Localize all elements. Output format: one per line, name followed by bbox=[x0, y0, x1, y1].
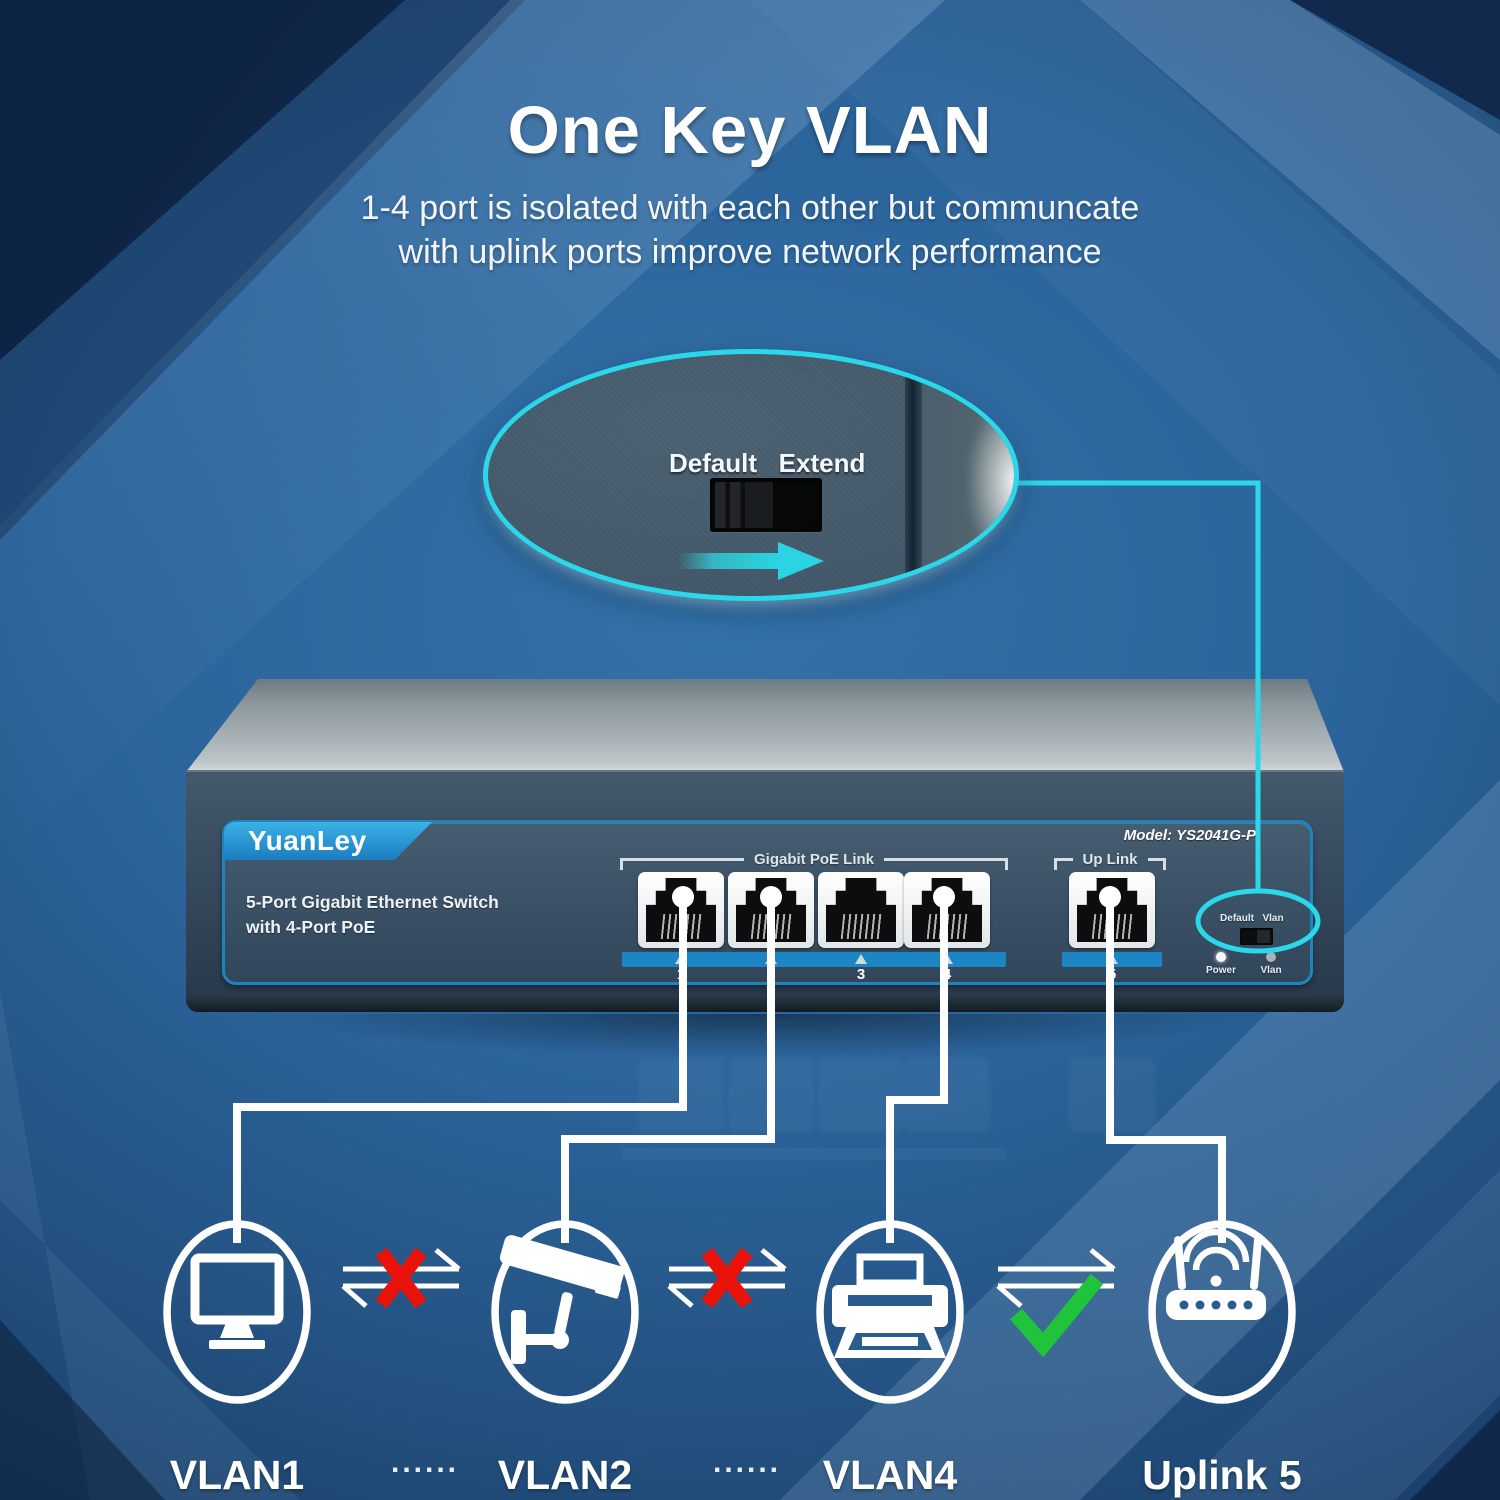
vlan1-label: VLAN1 bbox=[169, 1452, 305, 1498]
device-description-line-2: with 4-Port PoE bbox=[246, 917, 376, 937]
ellipsis-separator: ...... bbox=[390, 1446, 459, 1479]
printer-icon bbox=[832, 1253, 948, 1358]
mode-slide-switch bbox=[1240, 928, 1273, 945]
rj45-port-1 bbox=[638, 872, 724, 948]
switch-base bbox=[186, 996, 1344, 1012]
port-number-1: 1 bbox=[676, 966, 686, 983]
callout-extend-label: Extend bbox=[778, 448, 866, 478]
poe-port-group-bracket: Gigabit PoE Link bbox=[620, 851, 1009, 870]
rj45-port-4 bbox=[904, 872, 990, 948]
highlight-glow bbox=[966, 390, 1014, 574]
bracket-line bbox=[1054, 858, 1073, 870]
vlan2-node-circle bbox=[491, 1220, 639, 1404]
chassis-groove bbox=[905, 354, 922, 596]
reflection-ghost bbox=[638, 1058, 724, 1132]
uplink-port-group-bracket: Up Link bbox=[1054, 851, 1166, 870]
arrow-right-icon bbox=[678, 542, 824, 580]
vlan-led-label: Vlan bbox=[1260, 965, 1282, 976]
vlan4-label: VLAN4 bbox=[822, 1452, 958, 1498]
reflection-ghost bbox=[622, 1148, 1006, 1160]
port-number-5: 5 bbox=[1107, 966, 1117, 983]
port-indicator-triangle bbox=[765, 954, 777, 964]
rj45-pins bbox=[750, 914, 794, 939]
slide-switch-knob bbox=[1257, 930, 1270, 943]
reflection-ghost bbox=[728, 1058, 814, 1132]
bracket-line bbox=[1147, 858, 1166, 870]
vlan4-node-circle bbox=[816, 1220, 964, 1404]
port-indicator-triangle bbox=[855, 954, 867, 964]
check-mark-icon bbox=[1009, 1273, 1104, 1358]
vlan2-label: VLAN2 bbox=[497, 1452, 633, 1498]
model-number-label: Model: YS2041G-P bbox=[1123, 827, 1256, 844]
blocked-link-icon bbox=[667, 1247, 787, 1309]
rj45-port-3 bbox=[818, 872, 904, 948]
allowed-link-icon bbox=[996, 1248, 1116, 1358]
port-indicator-triangle bbox=[1106, 954, 1118, 964]
mode-slide-switch-magnified bbox=[710, 478, 822, 532]
reflection-ghost bbox=[1069, 1058, 1155, 1132]
monitor-icon bbox=[190, 1253, 284, 1349]
blocked-link-icon bbox=[341, 1247, 461, 1309]
reflection-ghost bbox=[904, 1058, 990, 1132]
bracket-line bbox=[884, 858, 1009, 870]
x-mark-icon bbox=[701, 1247, 753, 1309]
mode-vlan-label: Vlan bbox=[1262, 913, 1284, 924]
rj45-pins bbox=[660, 914, 704, 939]
uplink-node-circle bbox=[1148, 1220, 1296, 1404]
brand-logo: YuanLey bbox=[224, 822, 432, 860]
device-description: 5-Port Gigabit Ethernet Switch with 4-Po… bbox=[246, 890, 499, 940]
slide-switch-knob bbox=[715, 482, 773, 528]
subtitle-line-2: with uplink ports improve network perfor… bbox=[398, 233, 1102, 271]
x-mark-icon bbox=[375, 1247, 427, 1309]
callout-default-label: Default bbox=[668, 448, 758, 478]
poe-group-label: Gigabit PoE Link bbox=[754, 851, 875, 868]
page-subtitle: 1-4 port is isolated with each other but… bbox=[0, 186, 1500, 274]
ellipsis-separator: ...... bbox=[712, 1446, 781, 1479]
port-number-2: 2 bbox=[766, 966, 776, 983]
rj45-port-2 bbox=[728, 872, 814, 948]
uplink-group-label: Up Link bbox=[1082, 851, 1138, 868]
rj45-pins bbox=[840, 914, 884, 939]
reflection-ghost bbox=[818, 1058, 904, 1132]
uplink-label: Uplink 5 bbox=[1142, 1452, 1302, 1498]
bracket-line bbox=[620, 858, 744, 870]
device-description-line-1: 5-Port Gigabit Ethernet Switch bbox=[246, 892, 499, 912]
port-number-4: 4 bbox=[942, 966, 952, 983]
port-indicator-triangle bbox=[675, 954, 687, 964]
cctv-camera-icon bbox=[499, 1235, 625, 1364]
vlan-led bbox=[1266, 952, 1276, 962]
port-number-3: 3 bbox=[856, 966, 866, 983]
vlan1-node-circle bbox=[163, 1220, 311, 1404]
rj45-port-5-uplink bbox=[1069, 872, 1155, 948]
wifi-router-icon bbox=[1166, 1228, 1266, 1320]
power-led bbox=[1216, 952, 1226, 962]
rj45-pins bbox=[1091, 914, 1135, 939]
port-indicator-triangle bbox=[941, 954, 953, 964]
page-title: One Key VLAN bbox=[507, 93, 993, 168]
switch-top-surface bbox=[186, 679, 1344, 772]
subtitle-line-1: 1-4 port is isolated with each other but… bbox=[360, 189, 1140, 227]
rj45-pins bbox=[926, 914, 970, 939]
vlan-switch-magnifier-callout: Default Extend bbox=[483, 349, 1019, 601]
power-led-label: Power bbox=[1205, 965, 1236, 976]
